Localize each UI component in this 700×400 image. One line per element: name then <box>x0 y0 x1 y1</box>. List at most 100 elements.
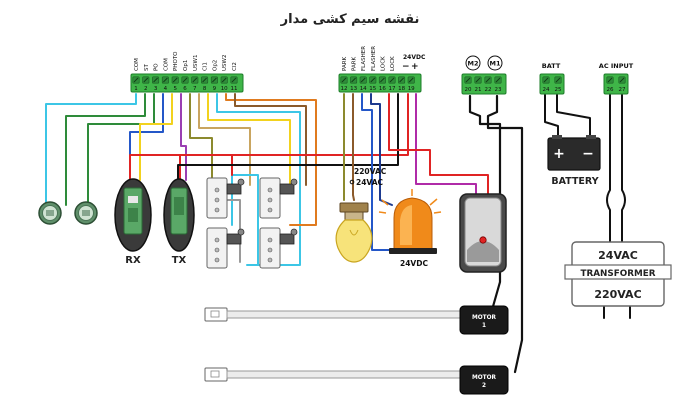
wire-usw1-olive <box>189 93 213 179</box>
limit-switch-2 <box>259 177 298 219</box>
transformer-label: TRANSFORMER <box>580 269 655 279</box>
motor-2: MOTOR 2 <box>204 365 509 395</box>
motor-block-screws <box>464 76 502 84</box>
ac-block-screws <box>606 76 626 84</box>
board-b-label: LOCK <box>390 56 396 71</box>
wire-st-green <box>65 93 146 206</box>
ac-block-pin-number: 26 <box>607 87 614 93</box>
battery: − + BATTERY <box>547 135 601 187</box>
board-b-pin-number: 16 <box>379 86 386 92</box>
ac-input-terminal-block: AC INPUT 26 27 <box>599 62 634 95</box>
push-button-right <box>74 201 98 225</box>
limit-switch-3 <box>206 227 245 269</box>
wire-ac-left <box>606 94 611 243</box>
board-a-label: USW1 <box>193 55 199 71</box>
board-a-pin-number: 11 <box>231 86 238 92</box>
lamp-voltage-220: 220VAC <box>354 167 387 176</box>
ac-block-pin-number: 27 <box>619 87 626 93</box>
wire-batt-left <box>544 94 559 141</box>
board-a-pin-number: 5 <box>173 86 177 92</box>
board-b-pin-number: 13 <box>350 86 357 92</box>
limit-switch-1 <box>206 177 245 219</box>
board-a-label: COM <box>163 58 169 71</box>
ac-input-label: AC INPUT <box>599 62 634 70</box>
board-b-label: FLASHER <box>361 46 367 71</box>
photocell-tx: TX <box>163 178 195 266</box>
limit-switches <box>206 177 298 269</box>
board-a-label: COM <box>134 58 140 71</box>
motor-block-pin-number: 22 <box>485 87 492 93</box>
wire-cl2-brown <box>234 93 307 186</box>
limit-switch-4 <box>259 227 298 269</box>
board-a-pin-number: 10 <box>221 86 228 92</box>
m2-badge <box>465 55 481 71</box>
supply-minus: − <box>402 62 410 72</box>
rx-label: RX <box>125 255 141 266</box>
lamp: 220VAC 24VAC <box>335 167 387 263</box>
supply-plus: + <box>411 62 419 72</box>
wire-photo-yellow <box>139 93 173 181</box>
wire-ac-right <box>621 94 626 243</box>
board-b-pin-number: 12 <box>341 86 348 92</box>
m2-label: M2 <box>468 60 479 68</box>
board-a-label: Cl1 <box>203 62 209 71</box>
electric-lock <box>459 193 507 273</box>
board-a-pin-number: 4 <box>164 86 168 92</box>
board-a-label: Op2 <box>212 60 218 71</box>
board-a-pin-number: 1 <box>134 86 138 92</box>
transformer-primary-label: 220VAC <box>594 288 641 301</box>
board-a-label: ST <box>144 64 150 71</box>
board-a-label: PO <box>154 63 160 71</box>
board-b-pin-number: 18 <box>398 86 405 92</box>
wire-com-cyan <box>45 93 137 206</box>
batt-block-screws <box>542 76 562 84</box>
wire-m2-black <box>468 94 502 312</box>
battery-plus: + <box>553 146 565 162</box>
wire-po-green <box>87 93 155 206</box>
wire-lock-magenta <box>415 93 477 196</box>
photocell-rx: RX <box>114 178 152 266</box>
motor-2-label: MOTOR <box>472 375 497 381</box>
supply-label: 24VDC <box>403 54 426 61</box>
wire-com-blue <box>129 93 164 181</box>
terminal-block-a-screws <box>132 76 238 84</box>
wire-cl1-tan <box>198 93 251 186</box>
m1-label: M1 <box>490 60 501 68</box>
board-a-pin-number: 8 <box>203 86 207 92</box>
motor-1-number: 1 <box>482 323 486 329</box>
wire-usw2-cyan <box>216 93 301 266</box>
board-a-pin-number: 9 <box>213 86 217 92</box>
ac-block-pin-numbers: 26 27 <box>607 87 626 93</box>
wire-m1-black <box>486 94 524 374</box>
board-b-pin-number: 17 <box>389 86 396 92</box>
transformer-secondary-label: 24VAC <box>598 249 638 262</box>
terminal-block-b-screws <box>340 76 415 84</box>
wire-op1-purple <box>180 93 187 181</box>
motor-block-pin-number: 20 <box>465 87 472 93</box>
diagram-title: نقشه سیم کشی مدار <box>280 12 420 27</box>
board-a-label: USW2 <box>222 55 228 71</box>
flasher-voltage: 24VDC <box>400 259 428 268</box>
motor-block-pin-number: 23 <box>495 87 502 93</box>
board-a-label: Op1 <box>183 60 189 71</box>
board-a-pin-number: 7 <box>193 86 197 92</box>
wire-flasher-blue <box>361 93 396 251</box>
motor-block-pin-number: 21 <box>475 87 482 93</box>
m1-badge <box>487 55 503 71</box>
flasher-light: 24VDC <box>378 189 442 268</box>
board-a-label: Cl2 <box>232 62 238 71</box>
lamp-voltage-24: 24VAC <box>356 178 384 187</box>
wire-cl2-orange <box>225 93 317 226</box>
batt-label: BATT <box>542 62 561 70</box>
